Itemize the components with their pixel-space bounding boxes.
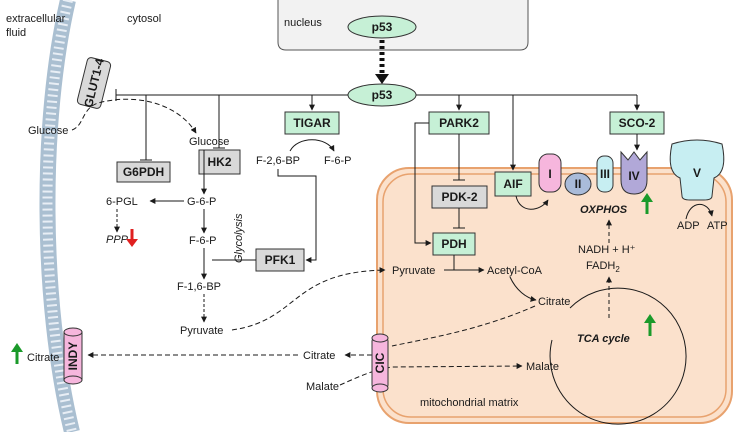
cell-membrane — [39, 0, 80, 432]
6-pgl: 6-PGL — [106, 196, 138, 208]
acetylcoa-to-citrate-arrow — [509, 276, 537, 302]
svg-text:IV: IV — [628, 169, 639, 183]
indy-transporter: INDY — [63, 327, 83, 385]
glycolysis-arrows — [114, 150, 207, 323]
citrate-cytosol: Citrate — [303, 350, 335, 362]
park2-regulation — [414, 122, 465, 246]
acetyl-coa: Acetyl-CoA — [487, 265, 543, 277]
fadh2: FADH2 — [586, 260, 620, 274]
cic-transporter: CIC — [371, 333, 389, 393]
glucose-intracellular: Glucose — [189, 136, 229, 148]
pyruvate-cytosol: Pyruvate — [180, 325, 223, 337]
svg-text:INDY: INDY — [66, 342, 80, 371]
atp: ATP — [707, 220, 728, 232]
hk2-box — [198, 149, 241, 175]
tigar-label: TIGAR — [293, 116, 331, 130]
g6pdh-label: G6PDH — [123, 165, 164, 179]
p53-nucleus-ellipse — [347, 15, 417, 39]
svg-text:III: III — [600, 167, 610, 181]
glycolysis-label: Glycolysis — [233, 213, 245, 263]
matrix-label: mitochondrial matrix — [420, 397, 519, 409]
pyruvate-import-arrow — [231, 267, 386, 331]
tigar-reaction-arrow — [289, 139, 335, 152]
cytosol-label: cytosol — [127, 13, 161, 25]
svg-text:I: I — [548, 167, 551, 181]
complex-ii: II — [564, 172, 592, 196]
svg-text:II: II — [575, 177, 582, 191]
nadh: NADH + H⁺ — [578, 244, 636, 256]
f6p: F-6-P — [189, 235, 217, 247]
aif-label: AIF — [503, 177, 522, 191]
f26bp-to-pfk1-arrow — [277, 169, 317, 263]
p53-nucleus-label: p53 — [372, 20, 393, 34]
citrate-mito: Citrate — [538, 296, 570, 308]
oxphos-label: OXPHOS — [580, 204, 628, 216]
f16bp: F-1,6-BP — [177, 281, 221, 293]
extracellular-label-1: extracellular — [6, 13, 66, 25]
glucose-transport-arrow — [71, 98, 197, 134]
p53-regulation-lines — [115, 89, 640, 171]
pyruvate-mito: Pyruvate — [392, 265, 435, 277]
complex-i: I — [538, 153, 562, 193]
citrate-extracellular: Citrate — [27, 352, 59, 364]
extracellular-label-2: fluid — [6, 27, 26, 39]
ppp: PPP — [106, 234, 129, 246]
p53-translocation-head — [375, 74, 389, 84]
complex-iv: IV — [620, 150, 648, 195]
p53-cytosol-label: p53 — [372, 88, 393, 102]
f6p-tigar: F-6-P — [324, 155, 352, 167]
hk2-label: HK2 — [207, 155, 231, 169]
tca-cycle-circle — [549, 287, 687, 425]
malate-cytosol: Malate — [306, 381, 339, 393]
complex-v: V — [669, 139, 725, 201]
tigar-box — [284, 111, 340, 135]
svg-text:V: V — [693, 166, 701, 180]
complex-iii: III — [596, 155, 614, 193]
glut-transporter: GLUT1-4 — [76, 57, 112, 109]
g6pdh-box — [116, 161, 171, 183]
aif-box — [494, 171, 532, 197]
tca-cycle-label: TCA cycle — [577, 333, 630, 345]
pdh-label: PDH — [441, 237, 466, 251]
g6p: G-6-P — [187, 196, 216, 208]
citrate-export-mito — [391, 305, 536, 347]
citrate-out-up-arrowhead — [11, 343, 23, 352]
glucose-extracellular: Glucose — [28, 125, 68, 137]
pdk2-label: PDK-2 — [441, 190, 477, 204]
sco2-label: SCO-2 — [619, 116, 656, 130]
adp: ADP — [677, 220, 700, 232]
tca-up-arrowhead — [644, 314, 656, 323]
park2-label: PARK2 — [439, 116, 479, 130]
f26bp: F-2,6-BP — [256, 155, 300, 167]
oxphos-up-arrowhead — [641, 193, 653, 202]
nucleus-label: nucleus — [284, 17, 322, 29]
pfk1-label: PFK1 — [265, 253, 296, 267]
aif-to-complex-i-arrow — [515, 195, 549, 210]
svg-text:CIC: CIC — [373, 352, 387, 373]
malate-mito: Malate — [526, 361, 559, 373]
ppp-down-arrowhead — [126, 239, 138, 247]
atp-synthesis-arrow — [685, 203, 714, 220]
